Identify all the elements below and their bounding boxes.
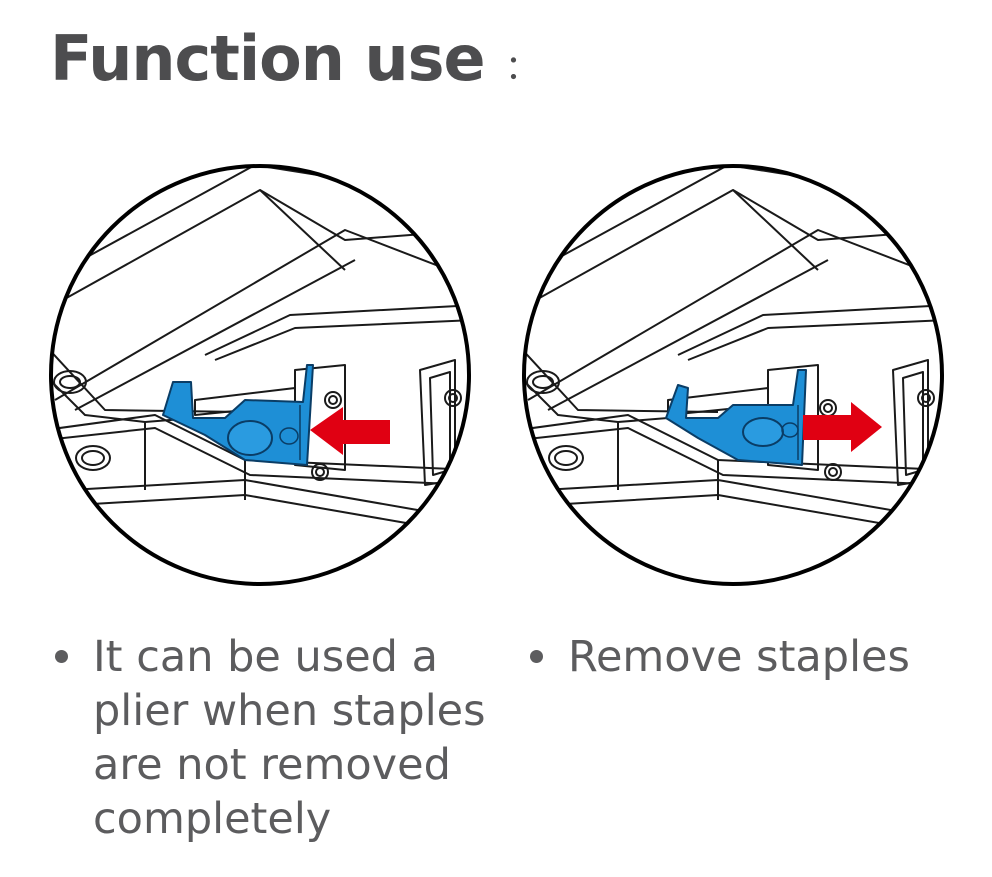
remove-mode-caption-text: Remove staples: [568, 632, 910, 682]
bullet-icon: [530, 650, 543, 663]
staple-remover-part: [162, 364, 314, 466]
upper-handle-edge: [524, 166, 942, 281]
remove-mode-illustration: [522, 164, 944, 586]
plier-mode-diagram: [45, 160, 475, 590]
remove-mode-diagram: [518, 160, 948, 590]
plier-mode-illustration: [49, 164, 471, 586]
push-right-arrow: [803, 402, 882, 452]
upper-handle-edge: [51, 166, 469, 281]
plier-mode-caption-text: It can be used a plier when staples are …: [93, 632, 486, 844]
title-colon: ：: [505, 48, 539, 88]
push-left-arrow: [310, 407, 390, 455]
plier-mode-caption: It can be used a plier when staples are …: [55, 630, 510, 846]
staple-remover-part: [665, 369, 807, 466]
bullet-icon: [55, 650, 68, 663]
remove-mode-caption: Remove staples: [530, 630, 970, 684]
page-title: Function use: [50, 22, 486, 95]
